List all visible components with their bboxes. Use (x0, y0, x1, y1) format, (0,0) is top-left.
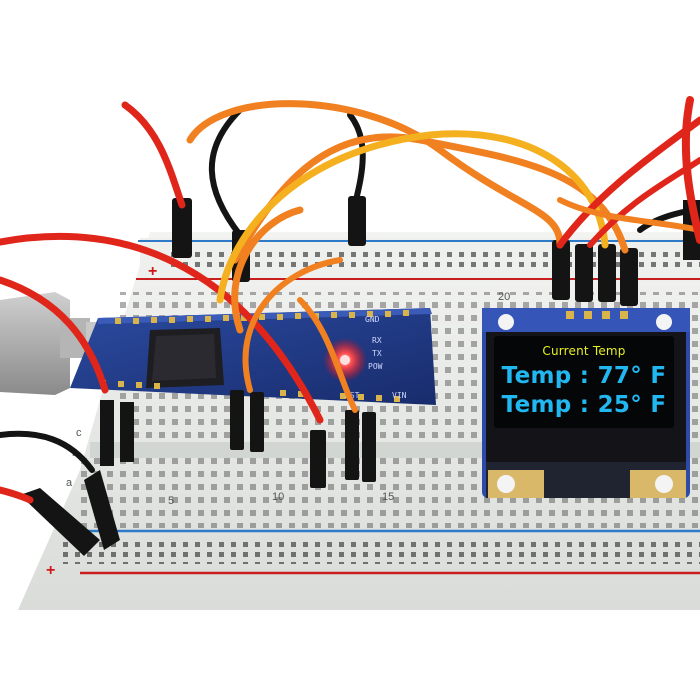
svg-text:a: a (66, 477, 73, 489)
svg-text:+: + (148, 263, 157, 280)
rx-label: RX (372, 336, 382, 345)
vin-label: VIN (392, 391, 407, 400)
svg-text:c: c (76, 427, 82, 439)
oled-temp-fahrenheit-line: Temp : 77° F (501, 363, 667, 389)
svg-text:+: + (46, 562, 55, 579)
svg-text:20: 20 (498, 291, 510, 303)
svg-text:10: 10 (272, 491, 284, 503)
oled-temp-second-line: Temp : 25° F (501, 392, 667, 418)
rst-label: RST (345, 391, 360, 400)
svg-text:15: 15 (382, 491, 394, 503)
jumper-wires (0, 96, 700, 504)
svg-text:5: 5 (168, 495, 174, 507)
pow-label: POW (368, 362, 383, 371)
gnd-label: GND (365, 315, 380, 324)
oled-screen: Current Temp Temp : 77° F Temp : 25° F (494, 336, 674, 428)
power-led-icon (323, 338, 367, 382)
oled-header-text: Current Temp (542, 344, 626, 358)
chip-icon (146, 328, 224, 388)
tx-label: TX (372, 349, 382, 358)
